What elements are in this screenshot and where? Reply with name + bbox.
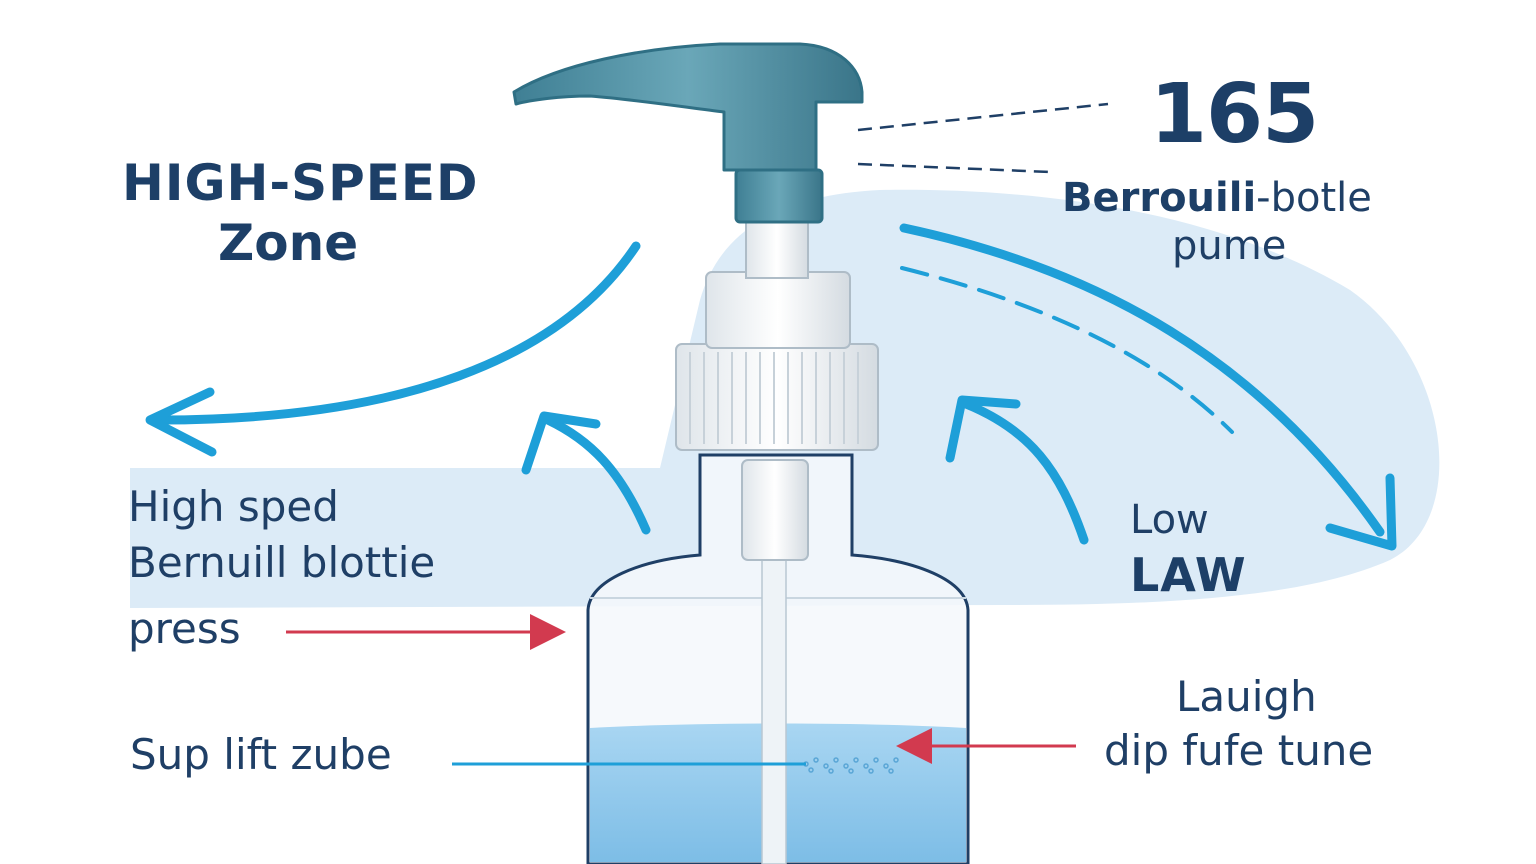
pump-assembly: [512, 42, 879, 561]
pump-nozzle-icon: [512, 42, 864, 172]
inner-stem: [741, 459, 809, 561]
diagram-title-line2: pume: [1172, 223, 1287, 269]
high-speed-zone-subtitle: Zone: [218, 214, 359, 272]
cap-collar: [675, 343, 879, 451]
high-speed-zone-title: HIGH-SPEED: [122, 154, 479, 212]
flow-arrows: [155, 223, 1385, 545]
left-label-line2: Bernuill blottie: [128, 538, 436, 587]
dip-label-line1: Lauigh: [1176, 672, 1317, 721]
cap-upper: [705, 271, 851, 349]
leader-lines: [857, 102, 1109, 174]
bubbles-icon: [803, 757, 899, 774]
law-label: LAW: [1130, 548, 1247, 602]
lift-tube-label: Sup lift zube: [130, 730, 392, 779]
flow-arrowheads: [145, 387, 1397, 551]
diagram-title-bold: Berrouili: [1062, 175, 1257, 221]
dashed-flow-line: [900, 266, 1234, 434]
curved-arrow-icon: [899, 223, 1385, 537]
pump-stem: [745, 217, 809, 279]
diagram-title: Berrouili-botle: [1062, 178, 1372, 218]
low-label: Low: [1130, 497, 1209, 543]
dip-label-line2: dip fufe tune: [1104, 726, 1374, 775]
dip-tube: [761, 559, 787, 864]
curved-arrow-icon: [543, 415, 651, 535]
left-label-line3: press: [128, 604, 241, 653]
curved-arrow-icon: [961, 399, 1089, 545]
curved-arrow-icon: [155, 241, 641, 425]
left-label-line1: High sped: [128, 482, 339, 531]
pump-collar-teal: [734, 168, 824, 224]
big-number: 165: [1150, 67, 1319, 162]
pointer-arrows: [286, 614, 1076, 766]
bottle: [586, 453, 970, 864]
diagram-title-rest: -botle: [1256, 175, 1372, 221]
